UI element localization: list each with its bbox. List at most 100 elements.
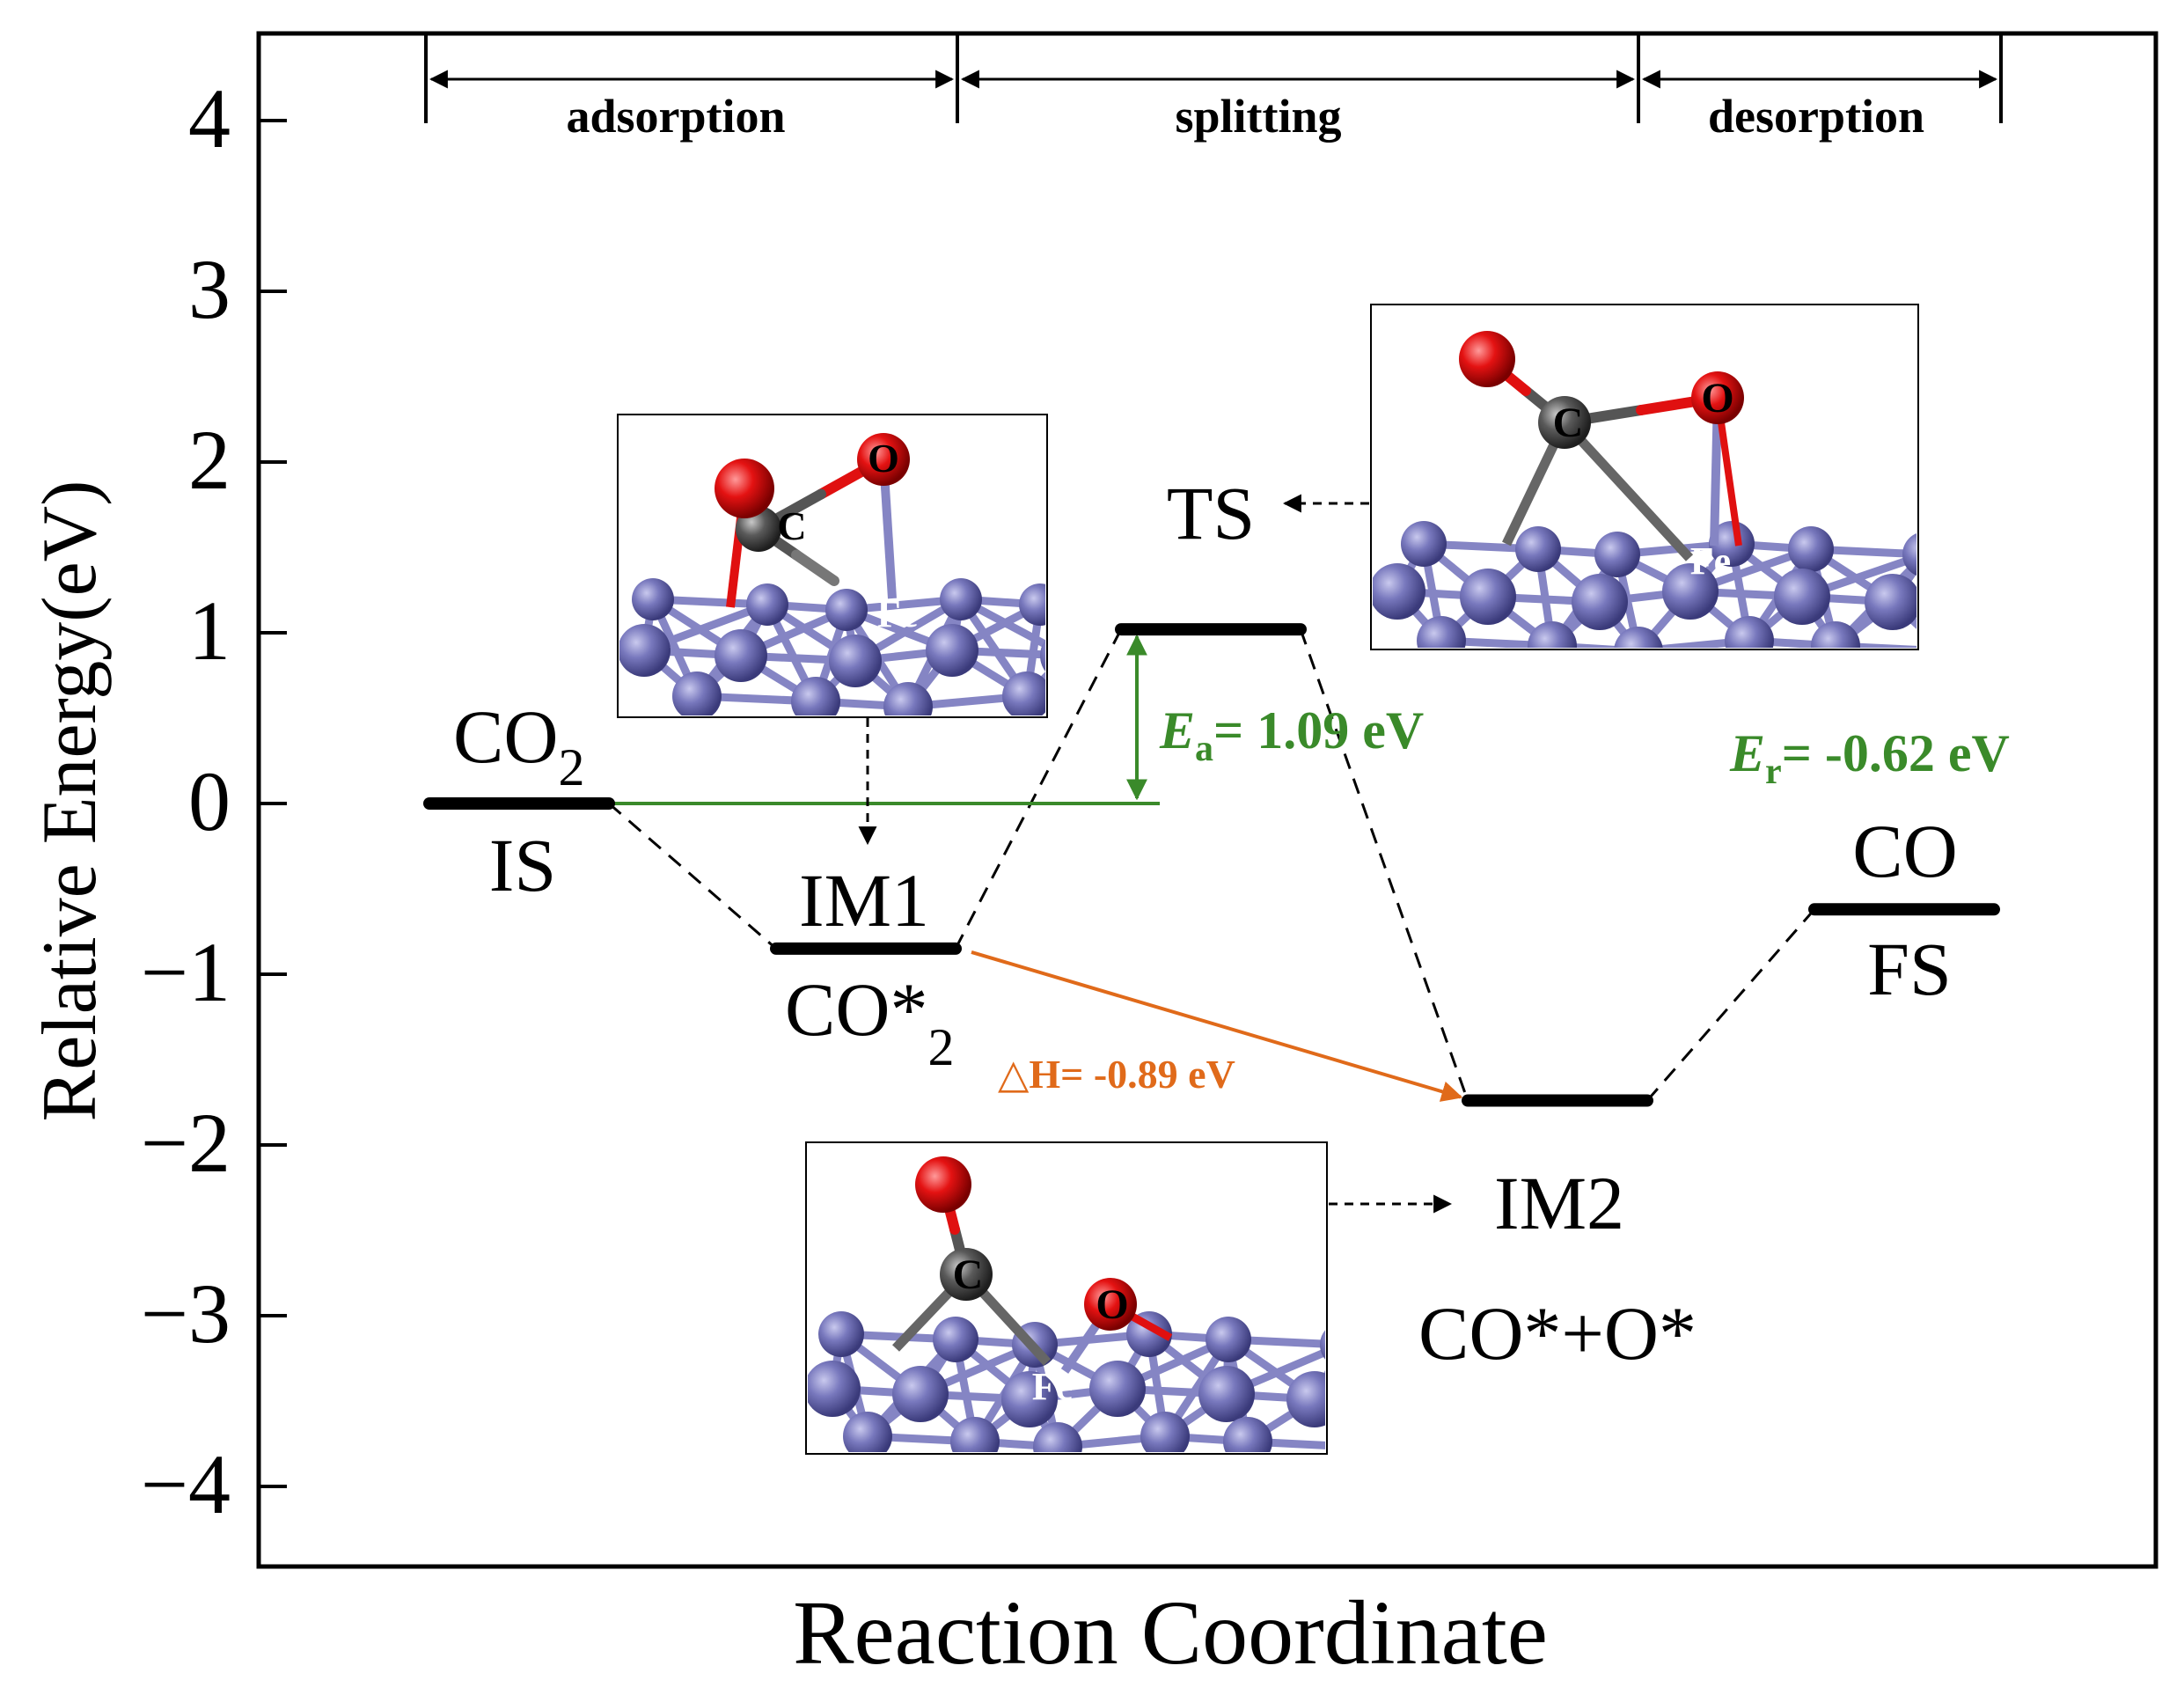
fe-atom	[1330, 1422, 1380, 1471]
state-label-is-bottom: IS	[489, 823, 556, 907]
fe-atom	[1811, 621, 1860, 648]
y-tick-label: −3	[141, 1266, 231, 1361]
fe-atom	[1040, 640, 1045, 671]
state-label-im1-bottom: CO*2	[785, 967, 954, 1076]
state-label-is-top: CO2	[453, 694, 584, 796]
fe-atom	[1033, 1422, 1082, 1452]
y-tick-label: −1	[141, 925, 231, 1019]
atom-label: O	[1701, 375, 1733, 422]
fe-atom	[1417, 616, 1466, 648]
molecule-bond	[791, 549, 839, 586]
atom-o	[915, 1156, 971, 1213]
energy-levels	[423, 623, 2000, 1107]
fe-atom	[632, 578, 674, 620]
plot-frame	[256, 31, 2158, 1569]
fe-atom	[1206, 1317, 1251, 1362]
dh-arrow	[971, 950, 1463, 1102]
fe-atom	[892, 1366, 949, 1422]
fe-atom	[829, 635, 882, 687]
y-tick-label: 4	[188, 71, 231, 165]
connector-line	[1299, 628, 1469, 1102]
fe-atom	[715, 629, 767, 682]
connector-line	[954, 628, 1123, 950]
fe-atom	[843, 1412, 892, 1452]
fe-atom	[1286, 1371, 1325, 1427]
fe-atom	[1515, 526, 1561, 572]
y-tick-label: 0	[188, 754, 231, 848]
fe-atom	[1528, 621, 1577, 648]
fe-atom	[1223, 1417, 1272, 1452]
atom-label-fe: Fe	[1032, 1365, 1073, 1408]
fe-atom	[1922, 627, 1971, 676]
fe-bond	[1925, 554, 1946, 651]
fe-atom	[791, 677, 840, 715]
fe-atom	[933, 1317, 978, 1362]
fe-atom	[1373, 563, 1425, 620]
fe-atom	[883, 682, 933, 715]
atom-o	[715, 459, 774, 518]
fe-bond	[1343, 1345, 1355, 1447]
y-tick-label: 1	[188, 583, 231, 678]
connector-line	[1645, 908, 1816, 1102]
dh-annotation: △H= -0.89 eV	[998, 1052, 1235, 1097]
fe-atom	[1709, 521, 1755, 567]
fe-atom	[1001, 1371, 1058, 1427]
atom-c	[940, 1248, 993, 1301]
atom-o	[1459, 331, 1515, 387]
y-tick-label: −2	[141, 1096, 231, 1190]
atom-label-fe: Fe	[1690, 539, 1731, 583]
y-tick-label: 3	[188, 242, 231, 336]
atom-o	[1691, 371, 1744, 424]
fe-atom	[818, 1311, 864, 1357]
atom-o	[857, 433, 910, 486]
atom-c	[1538, 396, 1591, 449]
inset-structure-im2: C O Fe	[805, 1141, 1380, 1471]
state-labels: CO2 IS IM1 CO*2 TS IM2 CO*+O* CO FS	[453, 471, 1958, 1376]
atom-label: C	[953, 1251, 984, 1298]
state-label-ts: TS	[1167, 471, 1255, 555]
fe-atom	[1788, 526, 1834, 572]
fe-atom	[1662, 563, 1719, 620]
stage-label-adsorption: adsorption	[566, 90, 785, 143]
y-tick-label: −4	[141, 1437, 231, 1531]
connector-line	[608, 802, 777, 950]
fe-atom	[1725, 616, 1774, 648]
fe-atom	[1002, 671, 1045, 715]
fe-atom	[1401, 521, 1447, 567]
fe-atom	[1572, 574, 1628, 630]
atom-label-fe: Fe	[877, 592, 918, 635]
fe-atom	[1865, 574, 1916, 630]
er-annotation: Er= -0.62 eV	[1729, 724, 2010, 792]
y-axis-label: Relative Energy(eV)	[27, 481, 113, 1122]
fe-atom	[1198, 1366, 1255, 1422]
stage-brackets: adsorption splitting desorption	[424, 33, 2003, 143]
fe-atom	[1140, 1412, 1190, 1452]
state-label-im2-top: IM2	[1494, 1161, 1624, 1245]
fe-atom	[746, 583, 788, 626]
atom-label: O	[868, 436, 899, 481]
fe-atom	[940, 578, 982, 620]
fe-atom	[1774, 569, 1830, 625]
fe-atom	[825, 589, 868, 631]
state-label-im1-top: IM1	[799, 858, 929, 943]
stage-label-splitting: splitting	[1175, 90, 1341, 143]
fe-atom	[808, 1361, 861, 1417]
atom-label: O	[1096, 1281, 1128, 1328]
fe-atom	[926, 624, 978, 677]
x-axis-label: Reaction Coordinate	[793, 1582, 1548, 1684]
y-tick-label: 2	[188, 413, 231, 507]
molecule-bond	[1560, 419, 1694, 561]
fe-atom	[1089, 1361, 1146, 1417]
fe-atom	[1019, 583, 1045, 626]
state-label-fs-top: CO	[1852, 809, 1957, 893]
fe-atom	[619, 624, 671, 677]
fe-atom	[1594, 532, 1640, 577]
atom-o	[1084, 1278, 1137, 1331]
fe-atom	[1460, 569, 1516, 625]
y-axis-ticks: 4 3 2 1 0 −1 −2 −3 −4	[141, 71, 287, 1531]
connector-lines	[608, 628, 1816, 1102]
ea-annotation: Ea= 1.09 eV	[1159, 701, 1424, 769]
